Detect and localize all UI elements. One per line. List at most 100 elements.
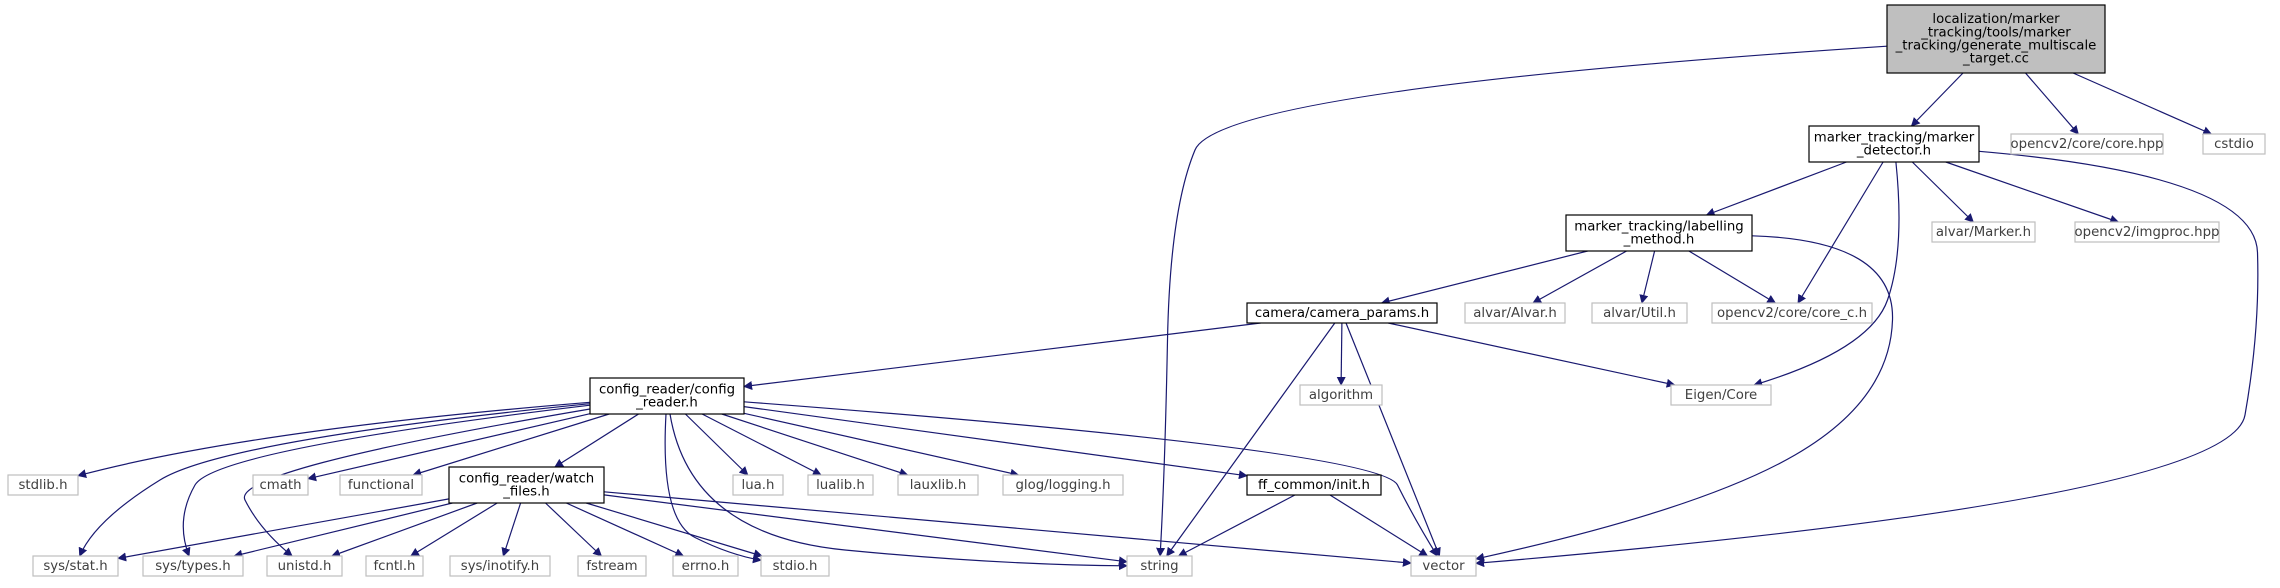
- node-box: [732, 474, 784, 496]
- edge-config_reader-to-watch_files: [554, 413, 639, 468]
- node-algorithm: algorithm: [1299, 384, 1383, 406]
- node-label-line: errno.h: [682, 559, 730, 574]
- node-label-line: stdlib.h: [18, 478, 67, 493]
- node-label-line: opencv2/imgproc.hpp: [2075, 225, 2220, 240]
- node-label-line: opencv2/core/core_c.h: [1717, 306, 1867, 321]
- node-box: [32, 555, 119, 577]
- edge-labelling_method-to-alvar_util: [1639, 250, 1656, 304]
- edge-camera_params-to-vector: [1345, 322, 1441, 557]
- node-fcntl: fcntl.h: [365, 555, 424, 577]
- node-box: [1299, 384, 1383, 406]
- node-box: [266, 555, 343, 577]
- node-box: [760, 555, 830, 577]
- node-functional: functional: [339, 474, 423, 496]
- node-label-line: unistd.h: [278, 559, 332, 574]
- node-opencv-core-c: opencv2/core/core_c.h: [1711, 302, 1873, 324]
- node-alvar-util: alvar/Util.h: [1591, 302, 1688, 324]
- node-alvar-marker: alvar/Marker.h: [1931, 221, 2036, 243]
- node-lauxlib: lauxlib.h: [897, 474, 979, 496]
- edge-watch_files-to-fstream: [545, 502, 603, 557]
- edge-labelling_method-to-alvar_alvar: [1532, 250, 1627, 304]
- node-sys-inotify: sys/inotify.h: [449, 555, 551, 577]
- node-label-line: sys/inotify.h: [461, 559, 539, 574]
- edge-config_reader-to-string: [669, 413, 1128, 571]
- edge-camera_params-to-config_reader: [743, 322, 1261, 390]
- edge-marker_detector-to-eigen_core: [1753, 161, 1900, 387]
- node-box: [577, 555, 647, 577]
- edge-labelling_method-to-vector: [1475, 235, 1894, 562]
- node-box: [1886, 4, 2106, 74]
- node-label-line: algorithm: [1309, 388, 1373, 403]
- edge-config_reader-to-lualib: [701, 413, 822, 476]
- edge-marker_detector-to-labelling_method: [1705, 161, 1847, 217]
- node-label-line: functional: [348, 478, 414, 493]
- edge-config_reader-to-lauxlib: [721, 413, 909, 477]
- edge-ff_init-to-string: [1177, 494, 1296, 557]
- node-label-line: lualib.h: [816, 478, 865, 493]
- node-config-reader[interactable]: config_reader/config_reader.h: [589, 377, 745, 415]
- edge-marker_detector-to-opencv_imgproc: [1945, 161, 2120, 224]
- edge-camera_params-to-string: [1166, 322, 1336, 557]
- node-fstream: fstream: [577, 555, 647, 577]
- node-label-line: ff_common/init.h: [1258, 478, 1370, 493]
- node-root[interactable]: localization/marker_tracking/tools/marke…: [1886, 4, 2106, 74]
- edge-watch_files-to-vector: [603, 491, 1412, 567]
- node-label-line: _reader.h: [635, 396, 698, 411]
- node-label-line: marker_tracking/marker: [1814, 130, 1975, 145]
- node-eigen-core: Eigen/Core: [1670, 384, 1772, 406]
- edge-marker_detector-to-opencv_core_c: [1797, 161, 1884, 304]
- node-ff-init[interactable]: ff_common/init.h: [1246, 474, 1382, 496]
- edge-config_reader-to-stdlib: [77, 401, 591, 478]
- node-box: [1670, 384, 1772, 406]
- edge-config_reader-to-glog: [743, 412, 1020, 478]
- node-unistd: unistd.h: [266, 555, 343, 577]
- node-lua: lua.h: [732, 474, 784, 496]
- edge-root-to-string: [1156, 45, 1888, 557]
- node-label-line: lua.h: [742, 478, 775, 493]
- node-glog: glog/logging.h: [1002, 474, 1124, 496]
- node-label-line: string: [1140, 559, 1178, 574]
- edges-layer: [77, 45, 2259, 571]
- node-label-line: fcntl.h: [374, 559, 416, 574]
- node-label-line: cmath: [259, 478, 301, 493]
- node-stdlib: stdlib.h: [7, 474, 79, 496]
- node-box: [1565, 214, 1753, 252]
- node-string: string: [1126, 555, 1193, 577]
- edge-ff_init-to-vector: [1329, 494, 1429, 557]
- node-box: [672, 555, 739, 577]
- edge-watch_files-to-string: [603, 494, 1128, 566]
- node-box: [807, 474, 874, 496]
- node-box: [7, 474, 79, 496]
- node-label-line: Eigen/Core: [1685, 388, 1757, 403]
- node-label-line: lauxlib.h: [910, 478, 967, 493]
- edge-marker_detector-to-vector: [1475, 150, 2259, 568]
- node-label-line: cstdio: [2214, 137, 2254, 152]
- node-marker-detector[interactable]: marker_tracking/marker_detector.h: [1808, 125, 1980, 163]
- node-label-line: alvar/Alvar.h: [1473, 306, 1557, 321]
- node-label-line: _method.h: [1623, 233, 1695, 248]
- node-label-line: opencv2/core/core.hpp: [2011, 137, 2164, 152]
- node-box: [2202, 133, 2266, 155]
- node-label-line: camera/camera_params.h: [1255, 306, 1429, 321]
- edge-config_reader-to-vector: [743, 401, 1438, 557]
- node-watch-files[interactable]: config_reader/watch_files.h: [448, 466, 605, 504]
- node-label-line: _tracking/generate_multiscale: [1895, 39, 2097, 54]
- node-label-line: alvar/Util.h: [1603, 306, 1676, 321]
- node-labelling-method[interactable]: marker_tracking/labelling_method.h: [1565, 214, 1753, 252]
- edge-config_reader-to-sys_types: [181, 404, 591, 557]
- node-camera-params[interactable]: camera/camera_params.h: [1246, 302, 1438, 324]
- node-alvar-alvar: alvar/Alvar.h: [1464, 302, 1566, 324]
- node-errno: errno.h: [672, 555, 739, 577]
- edge-config_reader-to-sys_stat: [78, 403, 591, 557]
- node-label-line: marker_tracking/labelling: [1574, 219, 1743, 234]
- edge-labelling_method-to-camera_params: [1380, 250, 1588, 306]
- node-box: [1711, 302, 1873, 324]
- edge-root-to-cstdio: [2072, 72, 2213, 135]
- node-cstdio: cstdio: [2202, 133, 2266, 155]
- node-cmath: cmath: [252, 474, 309, 496]
- node-label-line: _tracking/tools/marker: [1920, 25, 2071, 40]
- node-label-line: _target.cc: [1962, 52, 2029, 67]
- node-box: [2074, 221, 2220, 243]
- edge-watch_files-to-stdio: [586, 502, 763, 558]
